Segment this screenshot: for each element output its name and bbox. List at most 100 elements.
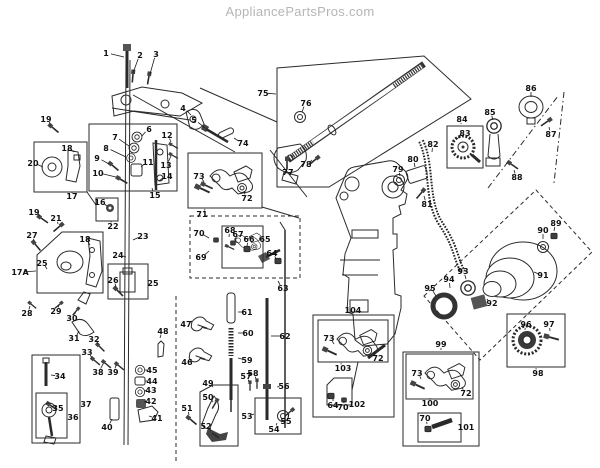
part-label: 17A — [11, 268, 29, 277]
part-label: 89 — [550, 219, 562, 228]
group-box — [189, 215, 301, 279]
leader-line — [114, 283, 117, 288]
part-label: 96 — [520, 320, 532, 329]
connector-line — [132, 94, 236, 153]
part-label: 85 — [484, 108, 496, 117]
leader-line — [553, 226, 556, 232]
leader-line — [301, 106, 305, 113]
leader-line — [243, 190, 246, 195]
leader-line — [209, 428, 212, 432]
leader-line — [37, 213, 41, 217]
leader-line — [168, 155, 172, 162]
part-label: 10 — [92, 169, 104, 178]
part-label: 81 — [421, 200, 433, 209]
leader-line — [533, 271, 539, 275]
group-box — [221, 225, 264, 269]
part-label: 86 — [525, 84, 537, 93]
leader-line — [274, 256, 277, 260]
part-label: 68 — [224, 226, 236, 235]
part-label: 88 — [511, 173, 523, 182]
leader-line — [548, 126, 551, 131]
part-label: 22 — [107, 222, 118, 231]
leader-line — [513, 169, 516, 174]
part-label: 93 — [457, 267, 468, 276]
leader-line — [432, 290, 437, 297]
part-label: 72 — [460, 389, 471, 398]
leader-line — [234, 237, 237, 242]
group-box — [36, 231, 104, 294]
part-label: 101 — [458, 423, 475, 432]
part-label: 25 — [147, 279, 159, 288]
leader-line — [101, 159, 110, 165]
part-label: 19 — [28, 208, 40, 217]
group-boxes — [31, 55, 593, 447]
part-label: 3 — [153, 50, 159, 59]
group-box — [312, 314, 395, 418]
part-label: 83 — [459, 129, 470, 138]
part-label: 62 — [279, 332, 290, 341]
part-label: 103 — [335, 364, 352, 373]
leader-line — [277, 280, 281, 285]
part-label: 37 — [80, 400, 91, 409]
part-label: 30 — [66, 314, 78, 323]
part-label: 52 — [200, 422, 211, 431]
leader-line — [413, 162, 416, 168]
part-label: 17 — [66, 192, 77, 201]
part-label: 92 — [486, 299, 497, 308]
leader-line — [37, 164, 44, 168]
part-label: 2 — [137, 51, 143, 60]
part-label: 29 — [50, 307, 62, 316]
part-label: 74 — [237, 139, 249, 148]
leader-line — [169, 138, 172, 143]
part-label: 11 — [142, 158, 154, 167]
leader-line — [233, 137, 239, 142]
group-box — [317, 319, 389, 363]
part-label: 55 — [280, 417, 292, 426]
leader-line — [419, 376, 422, 380]
group-lines — [24, 53, 565, 462]
part-label: 7 — [112, 133, 118, 142]
part-label: 94 — [443, 275, 455, 284]
part-label: 36 — [67, 413, 79, 422]
part-label: 14 — [161, 172, 173, 181]
leader-line — [158, 177, 164, 182]
leader-line — [74, 310, 77, 315]
group-box — [254, 397, 302, 435]
connector-line — [86, 191, 97, 206]
part-label: 91 — [537, 271, 549, 280]
group-box — [446, 125, 484, 169]
leader-line — [89, 354, 93, 359]
leader-line — [275, 422, 278, 426]
part-label: 5 — [191, 116, 197, 125]
part-label: 65 — [259, 235, 271, 244]
leader-line — [110, 149, 127, 158]
part-label: 72 — [372, 354, 383, 363]
part-label: 31 — [68, 334, 80, 343]
part-label: 45 — [146, 366, 158, 375]
leader-line — [48, 121, 52, 126]
connector-line — [553, 91, 565, 184]
leader-line — [203, 234, 210, 239]
leader-line — [461, 386, 464, 390]
part-label: 41 — [151, 414, 163, 423]
group-box — [326, 377, 353, 406]
part-label: 1 — [103, 49, 109, 58]
part-label: 67 — [232, 230, 243, 239]
group-box — [423, 189, 593, 361]
connector-line — [269, 149, 308, 198]
part-label: 44 — [146, 377, 158, 386]
part-label: 38 — [92, 368, 104, 377]
leader-line — [246, 242, 249, 247]
part-label: 16 — [94, 198, 106, 207]
group-box — [187, 152, 263, 209]
part-label: 64 — [266, 249, 278, 258]
part-label: 40 — [101, 423, 113, 432]
watermark: AppliancePartsPros.com — [225, 4, 375, 19]
part-label: 76 — [300, 99, 312, 108]
leader-line — [102, 173, 117, 178]
part-label: 34 — [54, 372, 66, 381]
part-label: 70 — [193, 229, 205, 238]
part-label: 8 — [103, 144, 109, 153]
